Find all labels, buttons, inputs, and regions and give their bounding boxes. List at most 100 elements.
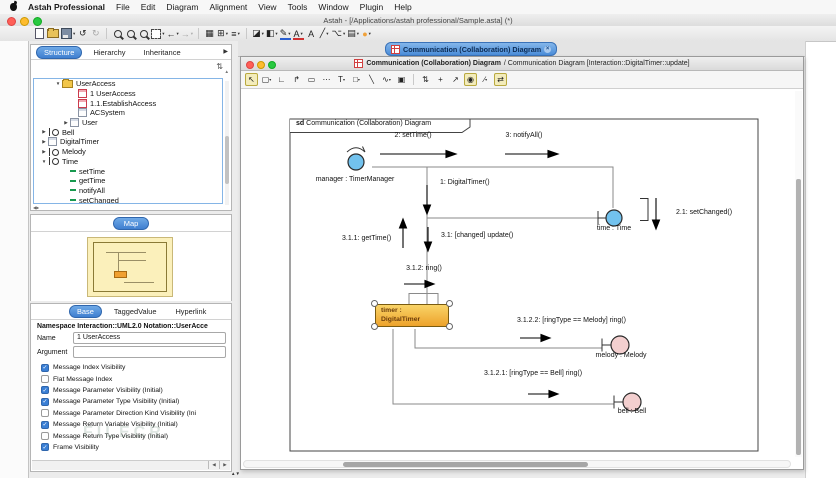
timer-self-link[interactable] bbox=[408, 293, 439, 305]
line-style-icon[interactable]: ╱▾ bbox=[319, 27, 330, 40]
message-label[interactable]: 3.1.2: ring() bbox=[406, 265, 442, 272]
tree-expander-icon[interactable]: ▶ bbox=[42, 148, 46, 154]
checkbox-checked-icon[interactable] bbox=[41, 420, 49, 429]
font-color-icon[interactable]: A▾ bbox=[293, 27, 304, 40]
copy-style-icon[interactable]: ◪▾ bbox=[252, 27, 264, 40]
tab-overflow-icon[interactable]: ▶ bbox=[223, 49, 228, 55]
selection-handle[interactable] bbox=[371, 300, 378, 307]
undo-icon[interactable]: ↺ bbox=[77, 27, 88, 40]
tree-expander-icon[interactable]: ▼ bbox=[55, 81, 61, 87]
object-label[interactable]: bell : Bell bbox=[617, 408, 647, 415]
tree-item-settime[interactable]: setTime bbox=[34, 166, 222, 176]
stereotype-icon[interactable]: ◧▾ bbox=[266, 27, 278, 40]
lasso-tool[interactable]: ▢▾ bbox=[260, 73, 273, 86]
dropdown-caret-icon[interactable]: ▾ bbox=[357, 77, 360, 82]
scroll-right-icon[interactable]: ▶ bbox=[219, 461, 230, 469]
selection-handle[interactable] bbox=[446, 300, 453, 307]
time-self-link[interactable] bbox=[640, 198, 649, 221]
image-tool[interactable]: ▣ bbox=[395, 73, 408, 86]
scroll-up-icon[interactable]: ▲ bbox=[224, 69, 229, 74]
option-flat-message-index[interactable]: Flat Message Index bbox=[31, 373, 231, 384]
manager-object[interactable] bbox=[347, 153, 365, 171]
link-tool[interactable]: ∕▾ bbox=[479, 73, 492, 86]
hand-tool[interactable]: ↗ bbox=[449, 73, 462, 86]
tree-item-notifyall[interactable]: notifyAll bbox=[34, 186, 222, 196]
dropdown-caret-icon[interactable]: ▾ bbox=[162, 30, 165, 36]
uml-frame-tab[interactable] bbox=[290, 118, 471, 133]
pane-updown-control[interactable]: ▲▼ bbox=[231, 471, 240, 476]
tree-scrollbar-thumb[interactable] bbox=[225, 136, 229, 184]
option-message-index-visibility[interactable]: Message Index Visibility bbox=[31, 362, 231, 373]
melody-object[interactable] bbox=[610, 335, 630, 355]
tab-taggedvalue[interactable]: TaggedValue bbox=[113, 307, 157, 316]
menu-edit[interactable]: Edit bbox=[140, 2, 156, 12]
menu-window[interactable]: Window bbox=[318, 2, 349, 12]
dropdown-caret-icon[interactable]: ▾ bbox=[368, 30, 371, 36]
name-field[interactable]: 1 UserAccess bbox=[73, 332, 226, 344]
message-label[interactable]: 1: DigitalTimer() bbox=[440, 179, 490, 186]
tree-item-useraccess[interactable]: ▼UserAccess bbox=[34, 79, 222, 89]
link-timer-melody[interactable] bbox=[414, 329, 602, 349]
hierarchy-icon[interactable]: ⌥▾ bbox=[332, 27, 346, 40]
diagram-tab[interactable]: Communication (Collaboration) Diagram × bbox=[385, 42, 558, 56]
layout-icon[interactable]: ▤▾ bbox=[347, 27, 359, 40]
checkbox-checked-icon[interactable] bbox=[41, 443, 49, 452]
dropdown-caret-icon[interactable]: ▾ bbox=[275, 30, 278, 36]
canvas-hscrollbar[interactable] bbox=[243, 460, 791, 468]
menu-tools[interactable]: Tools bbox=[287, 2, 308, 12]
dropdown-caret-icon[interactable]: ▾ bbox=[73, 30, 76, 36]
dropdown-caret-icon[interactable]: ▾ bbox=[225, 30, 228, 36]
dropdown-caret-icon[interactable]: ▾ bbox=[485, 77, 488, 82]
link-timer-bell[interactable] bbox=[392, 329, 614, 405]
tree-item-user[interactable]: ▶User bbox=[34, 118, 222, 128]
select-area-icon[interactable]: ▾ bbox=[151, 27, 165, 40]
checkbox-checked-icon[interactable] bbox=[41, 386, 49, 395]
menu-plugin[interactable]: Plugin bbox=[359, 2, 384, 12]
map-thumbnail[interactable] bbox=[87, 237, 173, 297]
tree-item-setchanged[interactable]: setChanged bbox=[34, 195, 222, 203]
checkbox-unchecked-icon[interactable] bbox=[41, 375, 49, 384]
timer-digitaltimer-node[interactable]: timer : DigitalTimer bbox=[375, 304, 449, 327]
message-label[interactable]: 3.1: [changed] update() bbox=[441, 232, 514, 239]
anchor-tool[interactable]: ⋯ bbox=[320, 73, 333, 86]
tree-hscroll-strip[interactable]: ◀▶ bbox=[33, 204, 40, 210]
tree-item-melody[interactable]: ▶Melody bbox=[34, 147, 222, 157]
tree-item-digitaltimer[interactable]: ▶DigitalTimer bbox=[34, 137, 222, 147]
dropdown-caret-icon[interactable]: ▾ bbox=[300, 30, 303, 36]
tree-item-bell[interactable]: ▶Bell bbox=[34, 127, 222, 137]
apple-icon[interactable] bbox=[10, 3, 17, 11]
pointer-tool[interactable]: ↖ bbox=[245, 73, 258, 86]
dropdown-caret-icon[interactable]: ▾ bbox=[269, 77, 272, 82]
dropdown-caret-icon[interactable]: ▾ bbox=[261, 30, 264, 36]
dropdown-caret-icon[interactable]: ▾ bbox=[388, 77, 391, 82]
dropdown-caret-icon[interactable]: ▾ bbox=[190, 30, 194, 36]
align-icon[interactable]: ≡▾ bbox=[230, 27, 241, 40]
object-label[interactable]: time : Time bbox=[596, 225, 632, 232]
color-icon[interactable]: ●▾ bbox=[361, 27, 372, 40]
option-message-parameter-direction-kind-visibility-ini[interactable]: Message Parameter Direction Kind Visibil… bbox=[31, 408, 231, 419]
tree-expander-icon[interactable]: ▶ bbox=[64, 119, 68, 125]
time-object[interactable] bbox=[605, 209, 623, 227]
selection-handle[interactable] bbox=[446, 323, 453, 330]
tab-hyperlink[interactable]: Hyperlink bbox=[175, 307, 207, 316]
checkbox-unchecked-icon[interactable] bbox=[41, 409, 49, 418]
fit-height-tool[interactable]: ⇅ bbox=[419, 73, 432, 86]
uml-frame[interactable] bbox=[289, 118, 759, 452]
dropdown-caret-icon[interactable]: ▾ bbox=[237, 30, 240, 36]
zoom-window-icon[interactable] bbox=[33, 17, 42, 26]
message-tool[interactable]: ⇄ bbox=[494, 73, 507, 86]
menu-file[interactable]: File bbox=[116, 2, 130, 12]
menu-help[interactable]: Help bbox=[394, 2, 412, 12]
checkbox-unchecked-icon[interactable] bbox=[41, 432, 49, 441]
tree-item-1-useraccess[interactable]: 1 UserAccess bbox=[34, 89, 222, 99]
line-tool[interactable]: ╲ bbox=[365, 73, 378, 86]
tree-item-time[interactable]: ▼Time bbox=[34, 157, 222, 167]
canvas-vscrollbar-thumb[interactable] bbox=[796, 179, 801, 455]
menu-app-name[interactable]: Astah Professional bbox=[28, 2, 105, 12]
tree-expander-icon[interactable]: ▶ bbox=[42, 138, 46, 144]
minimize-window-icon[interactable] bbox=[20, 17, 29, 26]
tree-scrollbar[interactable] bbox=[225, 81, 229, 205]
property-hscrollbar[interactable]: ◀ ▶ bbox=[32, 460, 230, 470]
menu-diagram[interactable]: Diagram bbox=[166, 2, 199, 12]
